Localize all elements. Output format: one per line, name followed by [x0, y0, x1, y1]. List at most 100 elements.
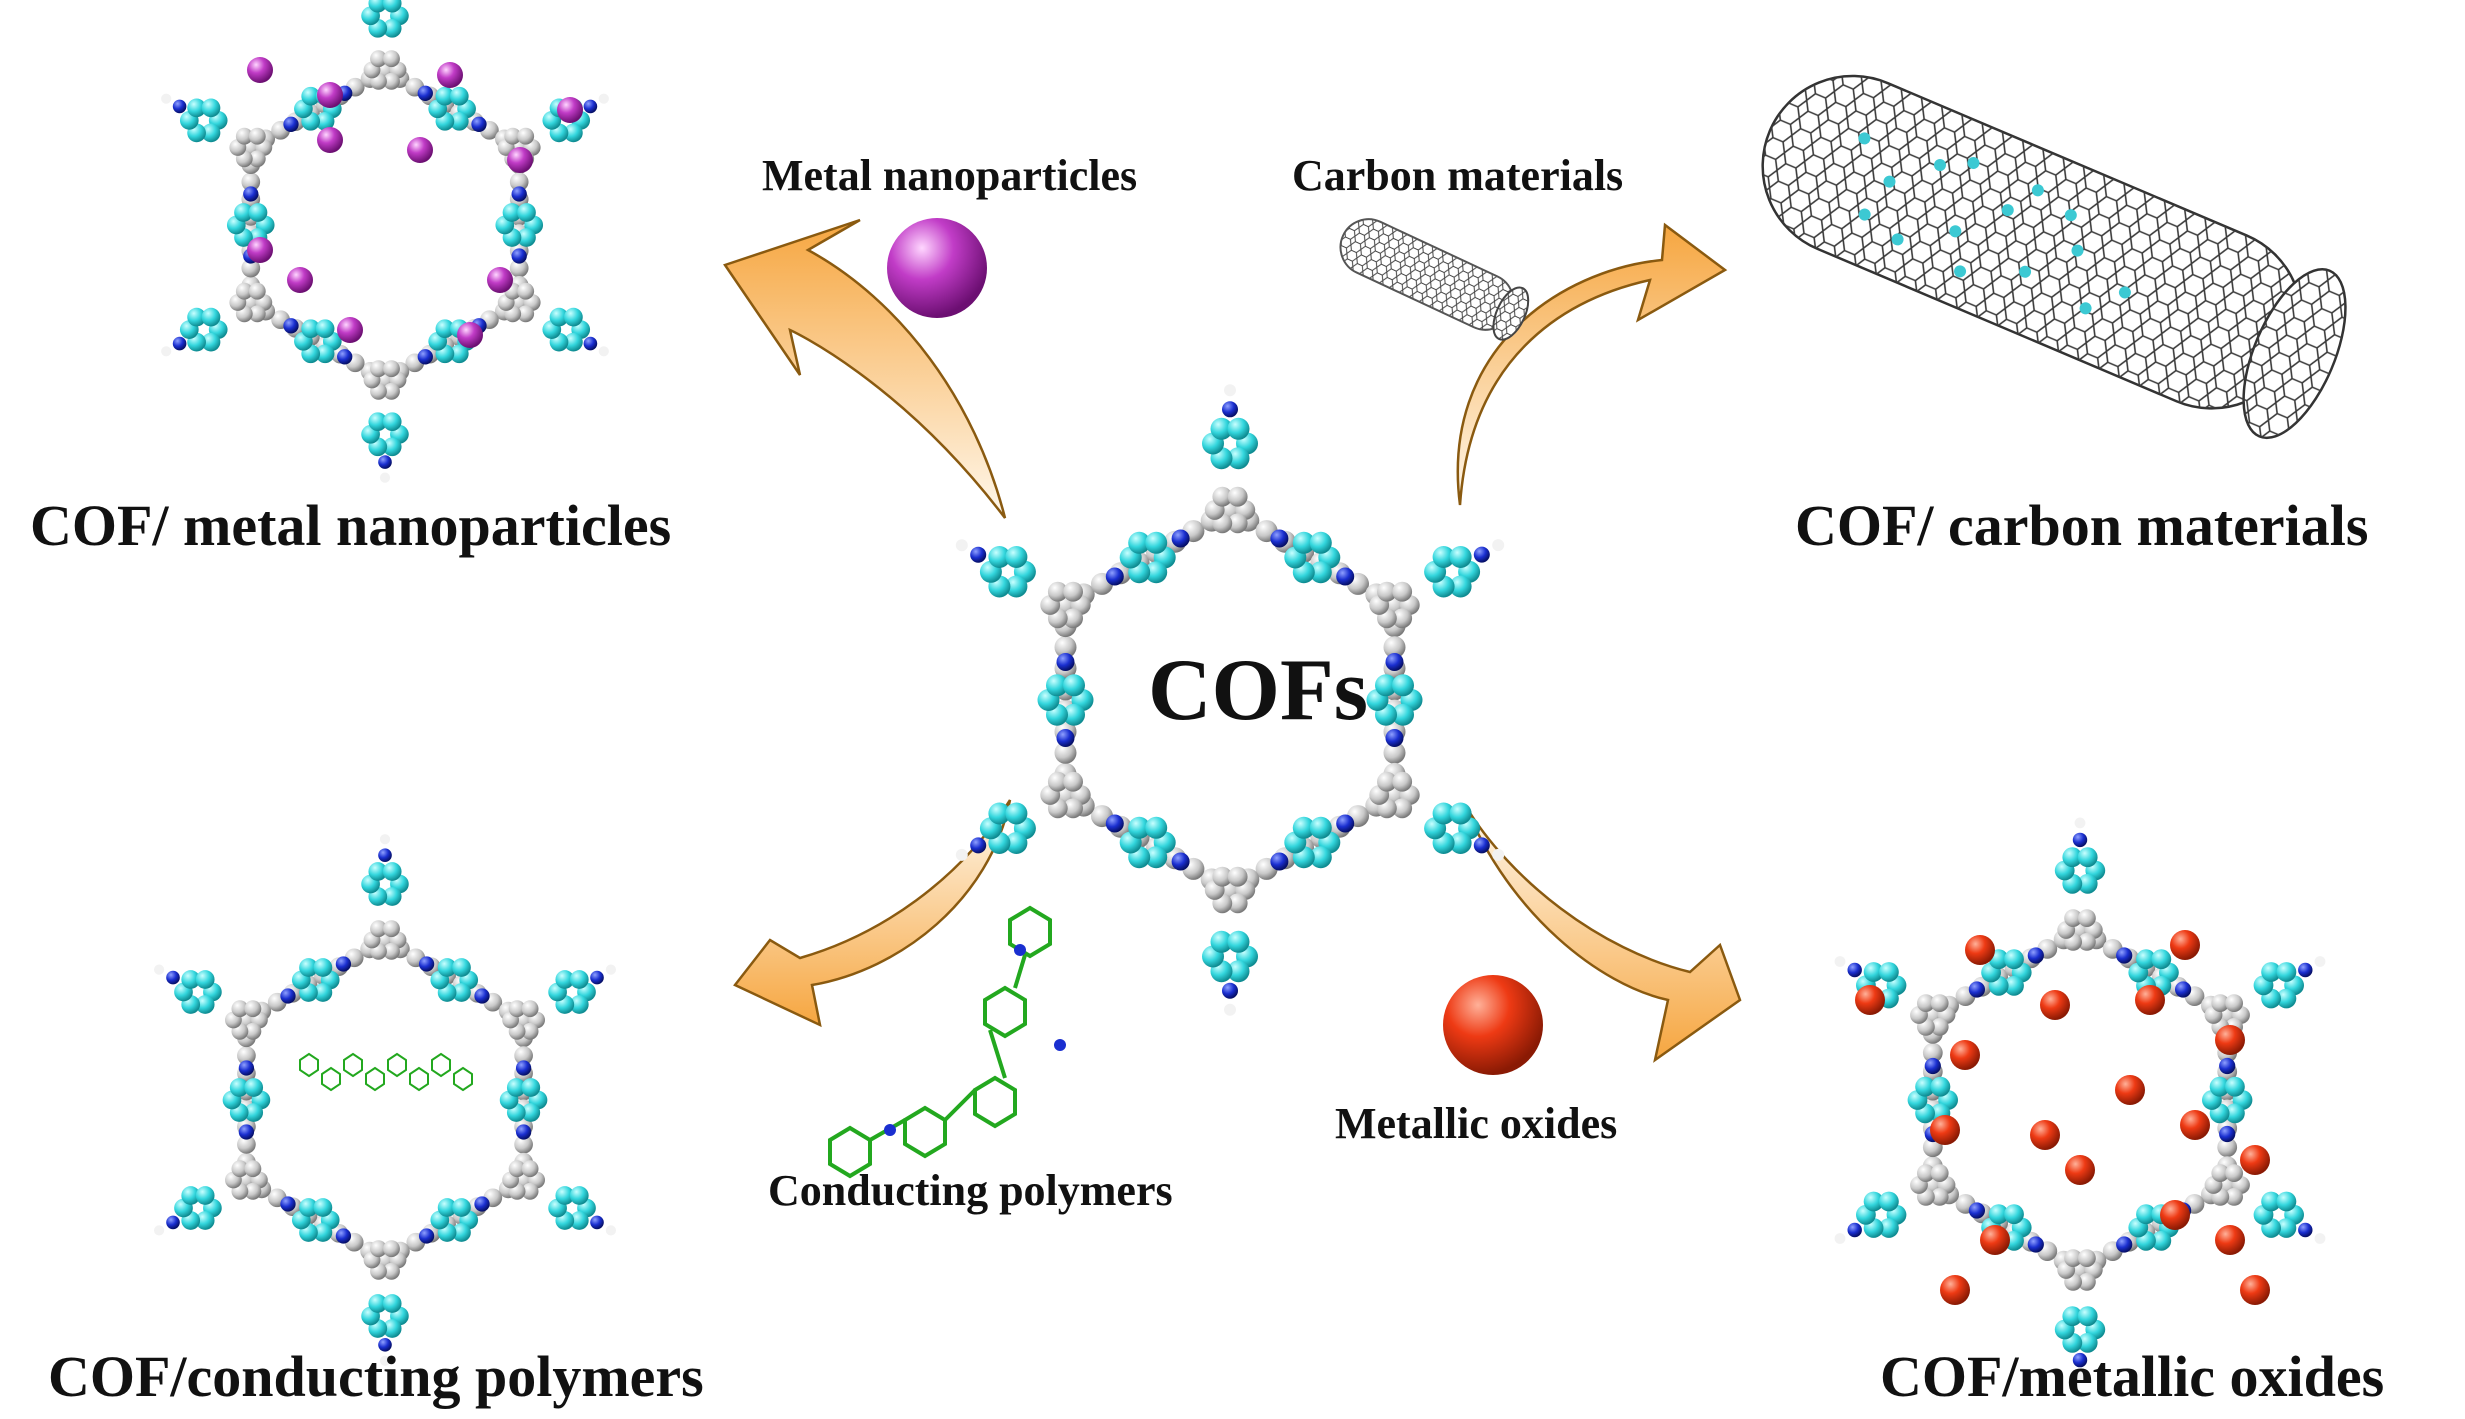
ring-atom — [1292, 816, 1315, 839]
metal-nanoparticle-atom — [457, 322, 483, 348]
nitrogen-atom — [1385, 653, 1404, 671]
nitrogen-atom — [2219, 1125, 2236, 1143]
ring-atom — [1377, 581, 1397, 602]
ring-atom — [2261, 1191, 2282, 1212]
linker-atom — [1383, 636, 1406, 659]
metal-nanoparticle-atom — [507, 147, 533, 173]
metallic-oxide-atom — [2240, 1145, 2270, 1175]
ring-atom — [201, 98, 221, 118]
metallic-oxide-atom — [2135, 985, 2165, 1015]
ring-atom — [313, 958, 333, 977]
ring-atom — [1227, 447, 1250, 470]
label-cof-metal-nanoparticles: COF/ metal nanoparticles — [30, 493, 672, 558]
ring-atom — [1227, 486, 1248, 507]
ring-atom — [248, 305, 266, 323]
ring-atom — [382, 862, 402, 881]
ring-atom — [569, 1211, 589, 1230]
nitrogen-atom — [1336, 567, 1355, 586]
ring-atom — [437, 958, 457, 977]
ring-atom — [2136, 949, 2156, 970]
ring-atom — [1227, 513, 1248, 534]
ring-atom — [244, 1022, 262, 1040]
ring-atom — [435, 86, 455, 106]
ring-atom — [2077, 909, 2096, 928]
nitrogen-atom — [283, 116, 299, 132]
nitrogen-atom — [418, 956, 435, 972]
nitrogen-atom — [1385, 729, 1404, 747]
nitrogen-atom — [2175, 981, 2192, 998]
metal-nanoparticle-atom — [317, 127, 343, 153]
ring-atom — [1063, 798, 1083, 819]
nitrogen-atom — [1056, 729, 1075, 747]
nitrogen-atom — [471, 116, 487, 132]
arrow-to-metal-nanoparticles — [723, 218, 1007, 519]
nitrogen-atom — [1222, 401, 1238, 418]
ring-atom — [1449, 575, 1472, 598]
ring-atom — [1988, 1204, 2009, 1225]
metallic-oxide-atom — [2180, 1110, 2210, 1140]
ring-atom — [1879, 1218, 1899, 1238]
ring-atom — [1063, 674, 1085, 697]
ring-atom — [1047, 771, 1068, 792]
ring-atom — [1930, 1017, 1949, 1036]
nitrogen-atom — [1105, 814, 1124, 833]
ring-atom — [1916, 1164, 1935, 1183]
ring-atom — [452, 983, 471, 1002]
ring-atom — [1449, 546, 1472, 568]
ring-atom — [1227, 866, 1248, 887]
ring-atom — [195, 995, 215, 1014]
ring-atom — [506, 1078, 526, 1097]
ring-atom — [2276, 962, 2297, 982]
ring-atom — [435, 319, 455, 339]
ring-atom — [508, 1160, 526, 1178]
nitrogen-atom — [511, 186, 527, 202]
ring-atom — [368, 862, 388, 881]
hydrogen-atom — [379, 834, 391, 845]
label-metal-nanoparticles: Metal nanoparticles — [762, 151, 1138, 200]
ring-atom — [1309, 561, 1332, 584]
metal-nanoparticle-atom — [287, 267, 313, 293]
hydrogen-atom — [1492, 848, 1505, 861]
ring-atom — [1377, 771, 1397, 792]
ring-atom — [504, 127, 522, 145]
nitrogen-atom — [1270, 852, 1289, 871]
ring-atom — [383, 360, 400, 378]
ring-atom — [2136, 1204, 2156, 1225]
ring-atom — [1863, 962, 1884, 982]
ring-atom — [549, 307, 569, 327]
ring-atom — [2225, 1164, 2244, 1183]
nitrogen-atom — [378, 455, 392, 469]
linker-atom — [1054, 636, 1077, 659]
linker-atom — [509, 172, 529, 192]
ring-atom — [1227, 893, 1248, 914]
ring-atom — [370, 50, 387, 68]
hydrogen-atom — [2074, 817, 2086, 829]
ring-atom — [449, 86, 469, 106]
ring-atom — [569, 1186, 589, 1205]
hydrogen-atom — [955, 848, 968, 861]
nitrogen-atom — [2072, 1352, 2088, 1368]
ring-atom — [1432, 546, 1455, 568]
nitrogen-atom — [1171, 529, 1190, 548]
ring-atom — [1375, 674, 1397, 697]
metal-nanoparticle-atom — [317, 82, 343, 108]
ring-atom — [521, 1078, 541, 1097]
metallic-oxide-atom — [1940, 1275, 1970, 1305]
ring-atom — [1047, 581, 1068, 602]
ring-atom — [1063, 581, 1083, 602]
ring-atom — [1128, 531, 1151, 554]
label-cof-conducting-polymers: COF/conducting polymers — [48, 1344, 704, 1409]
linker-atom — [514, 1135, 533, 1154]
hydrogen-atom — [1492, 539, 1505, 552]
ring-atom — [2276, 988, 2297, 1009]
ring-atom — [521, 1160, 539, 1178]
ring-atom — [449, 111, 469, 131]
ring-atom — [231, 1000, 249, 1018]
metal-nanoparticle-atom — [487, 267, 513, 293]
ring-atom — [2211, 1164, 2230, 1183]
ring-atom — [315, 111, 335, 131]
ring-atom — [315, 319, 335, 339]
ring-atom — [2062, 847, 2083, 868]
ring-atom — [1212, 866, 1233, 887]
ring-atom — [1930, 1076, 1951, 1097]
